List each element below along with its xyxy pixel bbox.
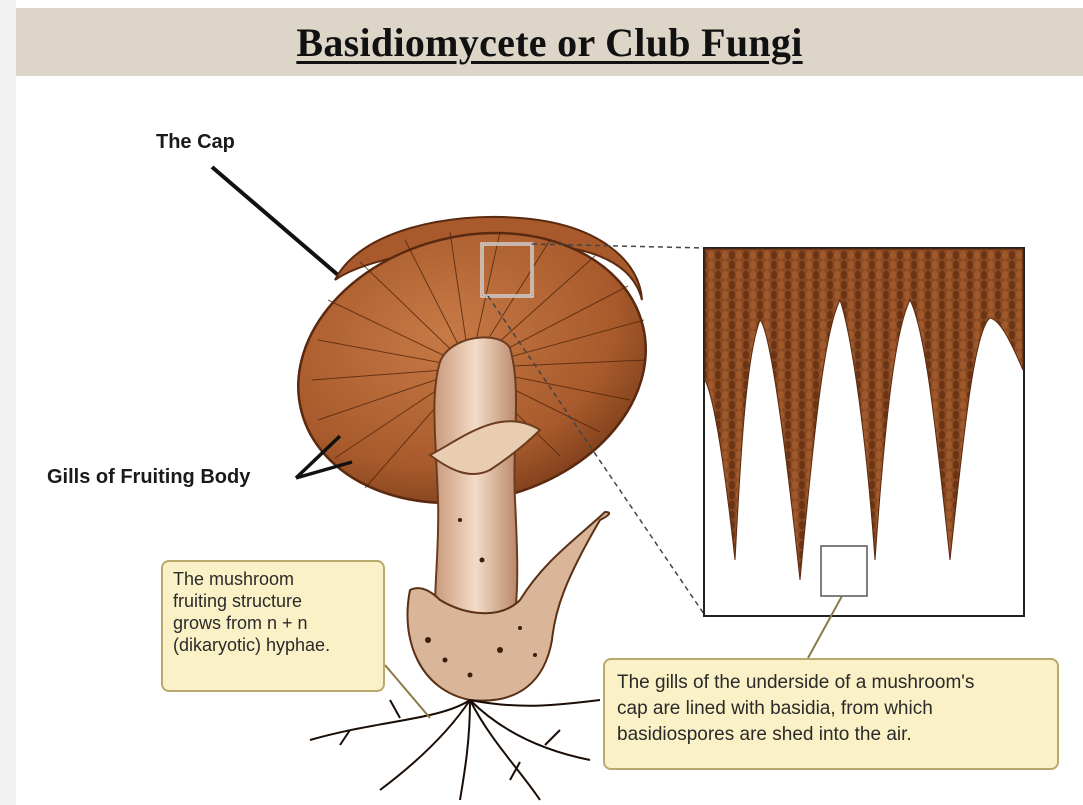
mushroom-callout-line: fruiting structure xyxy=(173,590,373,612)
cap-pointer-line xyxy=(212,167,338,275)
mushroom-callout-line: The mushroom xyxy=(173,568,373,590)
mushroom-callout-line: grows from n + n xyxy=(173,612,373,634)
gills-callout-line: cap are lined with basidia, from which xyxy=(617,696,1045,722)
mushroom-callout-pointer xyxy=(385,665,430,718)
cap-label: The Cap xyxy=(156,131,235,154)
gills-callout: The gills of the underside of a mushroom… xyxy=(603,658,1059,770)
gills-label: Gills of Fruiting Body xyxy=(47,466,250,489)
mushroom-hyphae xyxy=(310,700,600,800)
gill-closeup-inset xyxy=(704,248,1024,658)
gills-callout-line: The gills of the underside of a mushroom… xyxy=(617,670,1045,696)
mushroom-callout: The mushroom fruiting structure grows fr… xyxy=(161,560,385,692)
mushroom-callout-line: (dikaryotic) hyphae. xyxy=(173,634,373,656)
gills-callout-line: basidiospores are shed into the air. xyxy=(617,722,1045,748)
